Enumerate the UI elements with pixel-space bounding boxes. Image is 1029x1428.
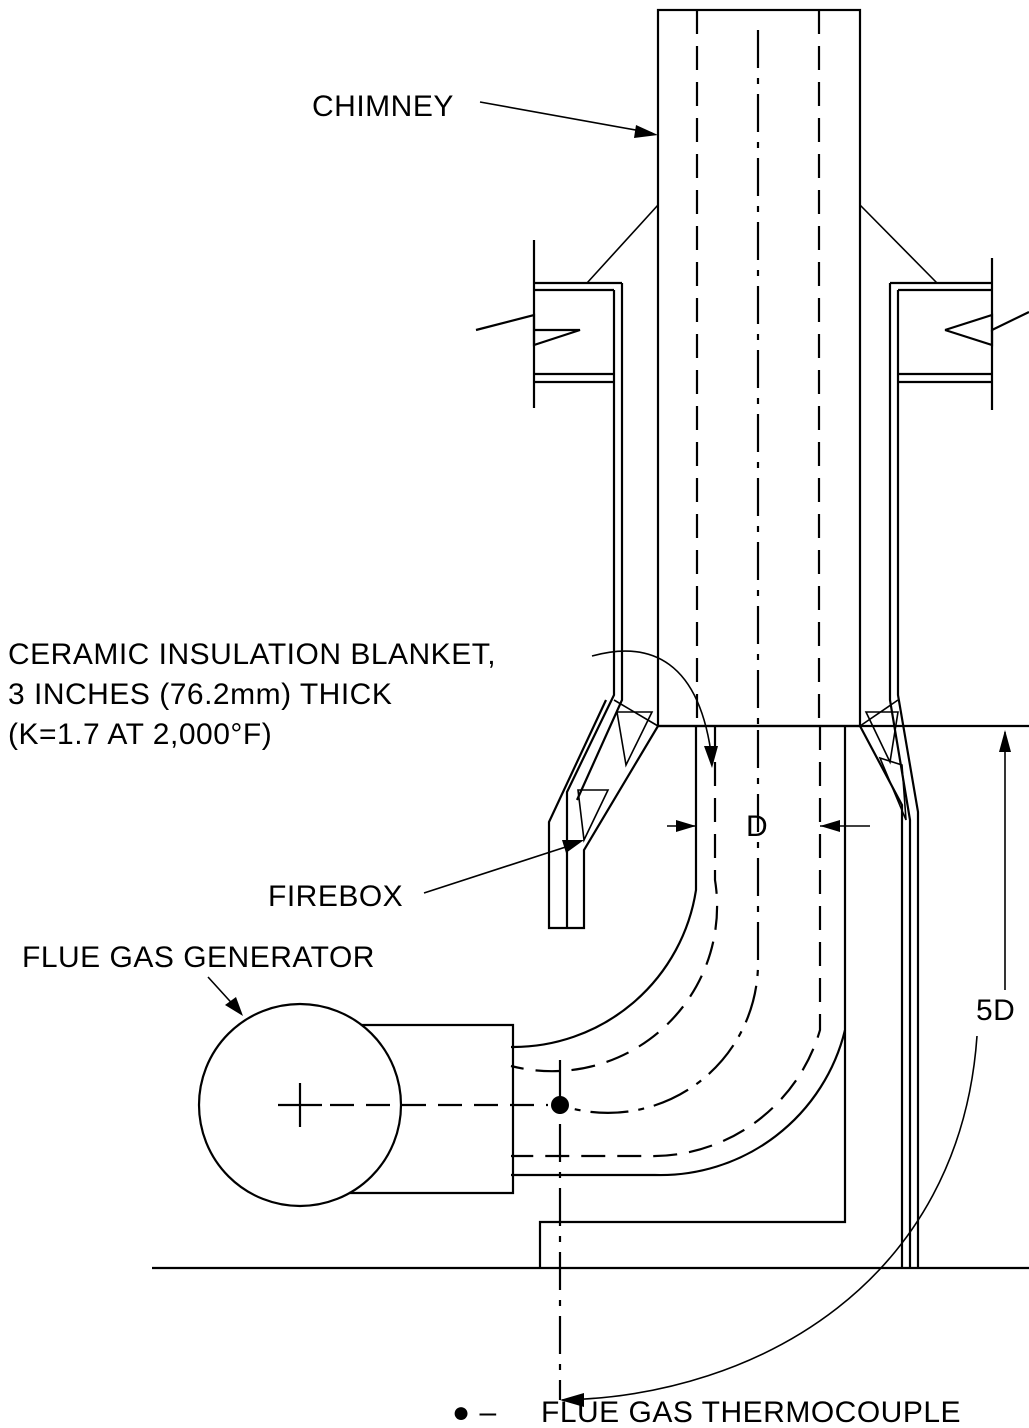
thermocouple-marker [551, 1096, 569, 1114]
legend-symbol: ● – [452, 1396, 497, 1428]
label-insulation-line3: (K=1.7 AT 2,000°F) [8, 718, 272, 751]
roof-structure-left [475, 204, 659, 408]
flue-duct-elbow [510, 726, 847, 1268]
dimension-5d [560, 730, 1011, 1407]
legend-text: FLUE GAS THERMOCOUPLE [541, 1396, 961, 1428]
label-chimney: CHIMNEY [312, 90, 454, 123]
label-firebox: FIREBOX [268, 880, 403, 913]
label-insulation-line1: CERAMIC INSULATION BLANKET, [8, 638, 496, 671]
firebox [547, 283, 1029, 1268]
roof-structure-right [859, 204, 1029, 410]
dimension-d [667, 820, 870, 832]
label-generator: FLUE GAS GENERATOR [22, 941, 375, 974]
leader-chimney [479, 101, 658, 138]
leader-generator [207, 976, 243, 1016]
flue-gas-generator [197, 1002, 562, 1400]
chimney [656, 8, 862, 728]
leader-firebox [423, 840, 584, 894]
label-dimension-d: D [746, 810, 768, 843]
label-insulation-line2: 3 INCHES (76.2mm) THICK [8, 678, 392, 711]
leader-insulation [591, 650, 718, 768]
label-dimension-5d: 5D [976, 994, 1015, 1027]
